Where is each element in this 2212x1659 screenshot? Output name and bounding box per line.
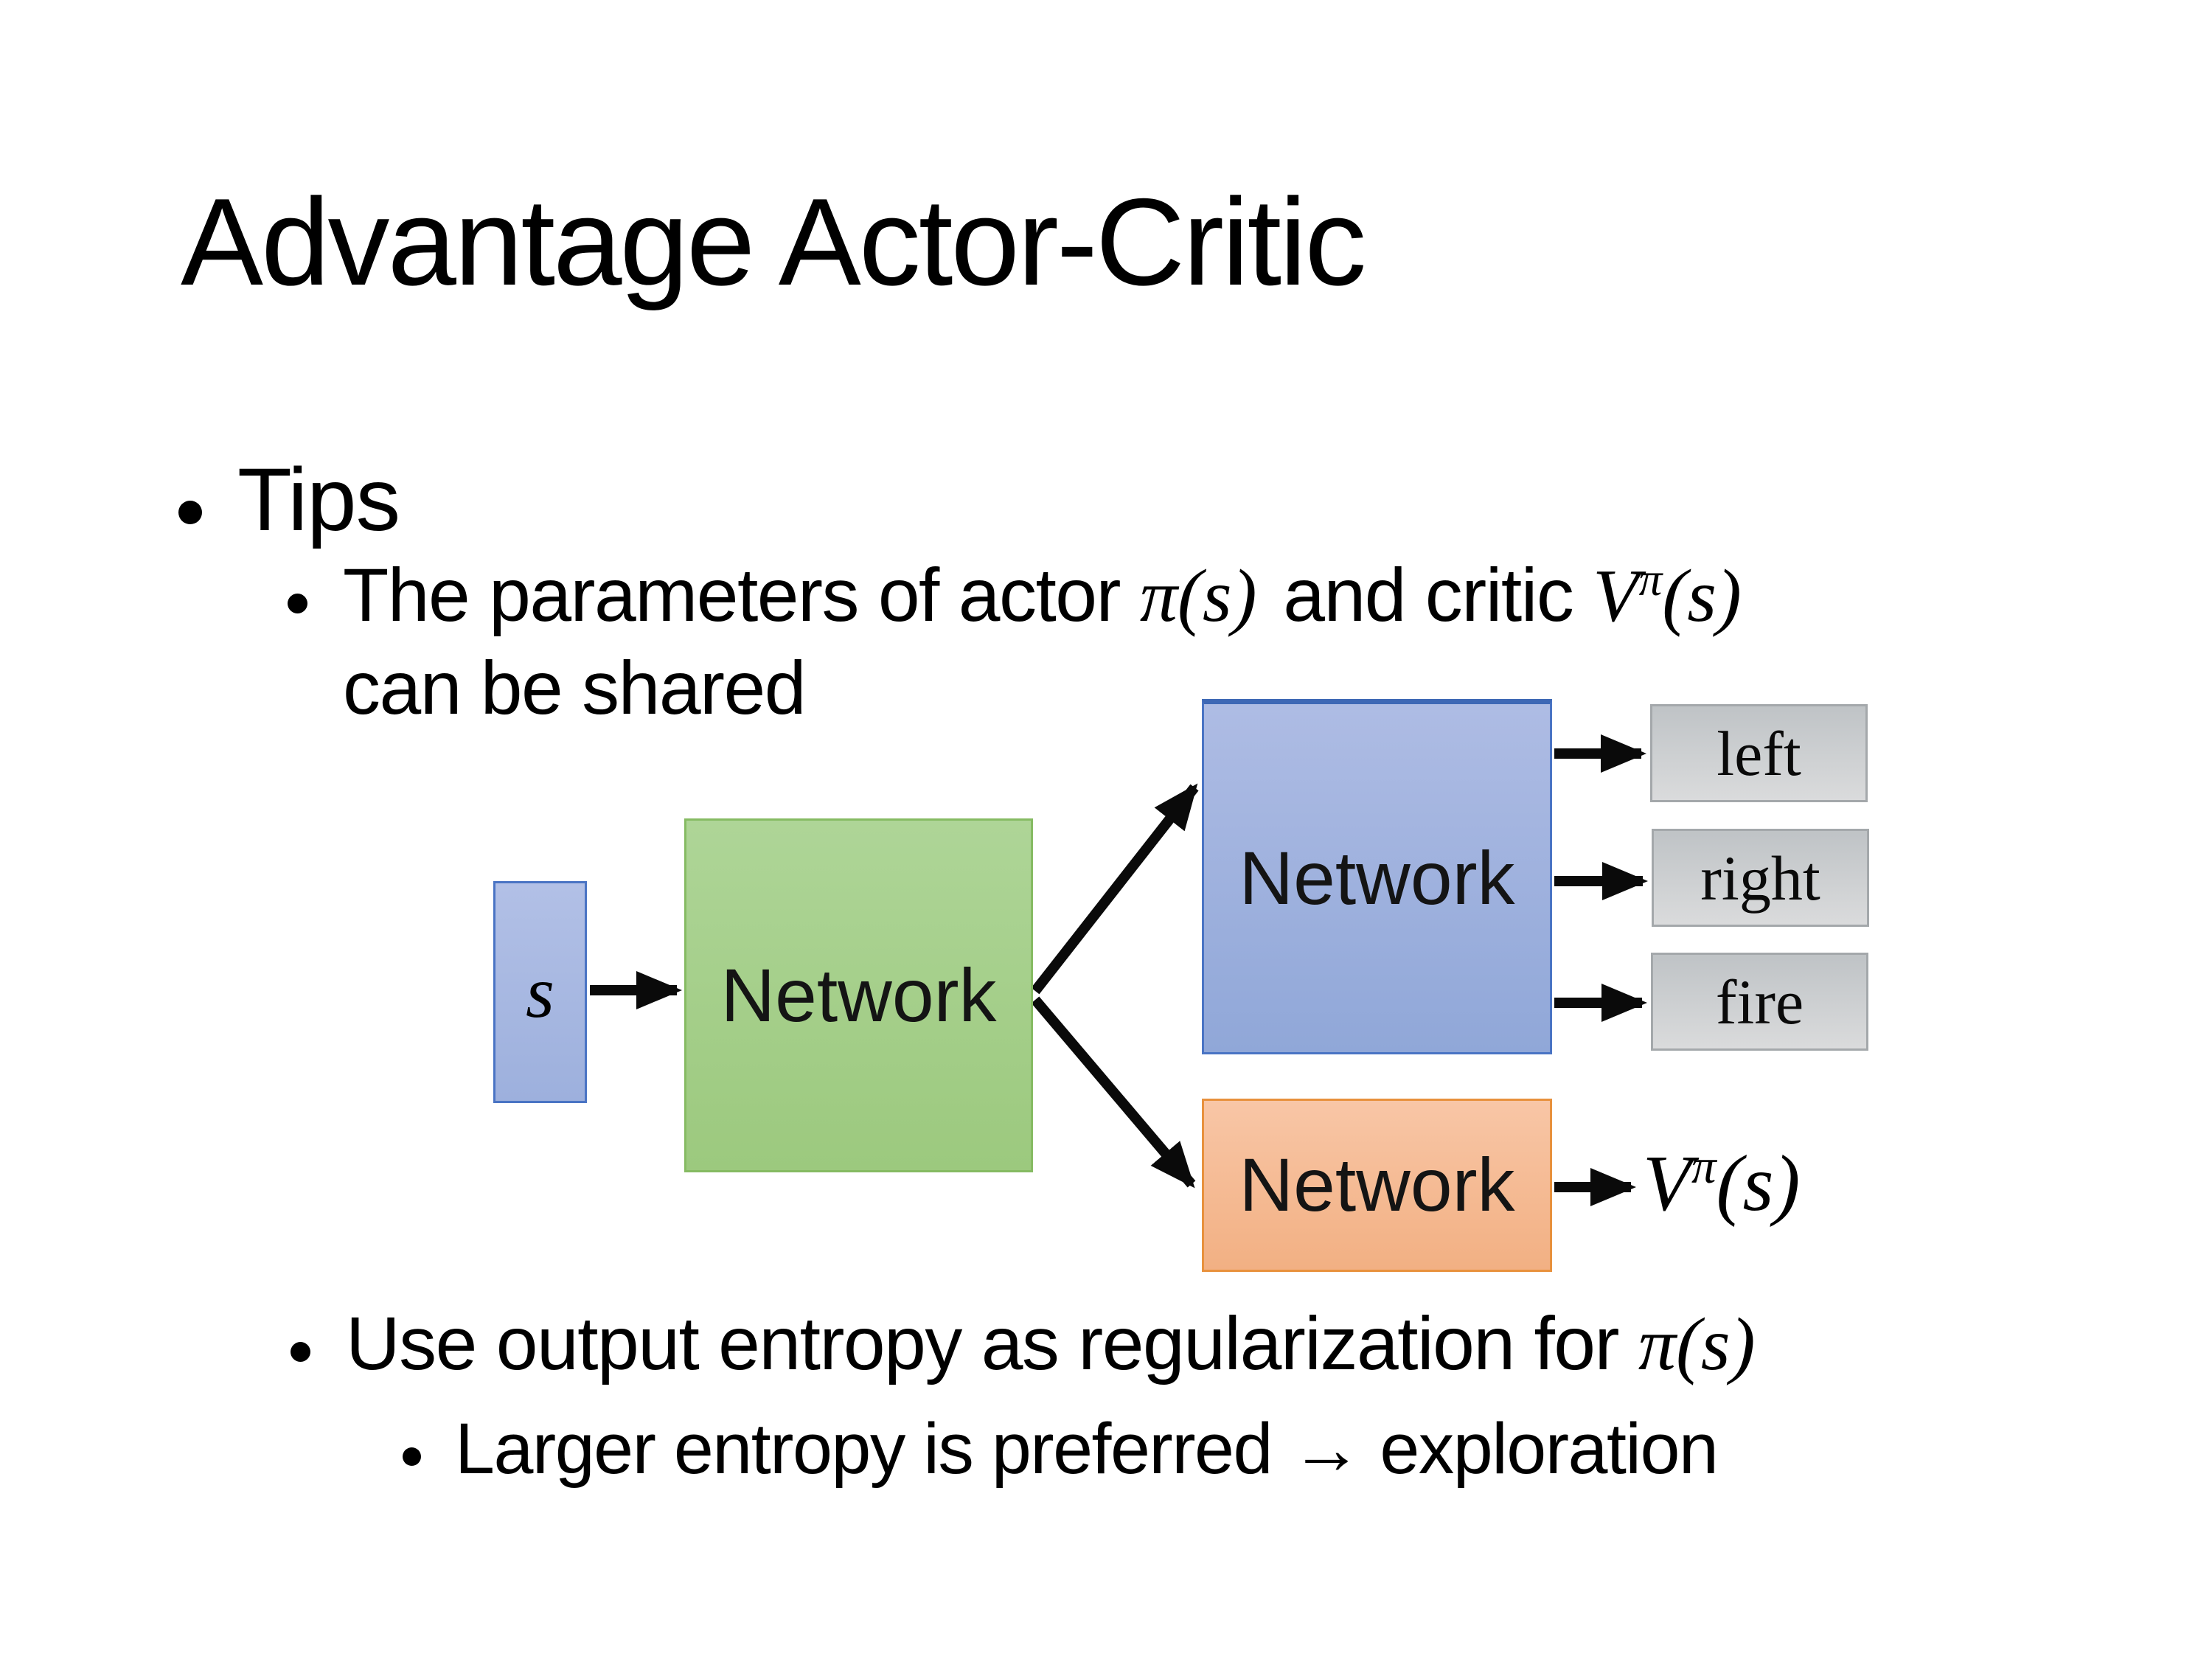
bullet-line-1: The parameters of actor π(s)and critic V… — [343, 553, 1742, 638]
critic-network-box: Network — [1202, 1099, 1552, 1272]
state-input-box: s — [493, 881, 587, 1103]
math-pi-s: π(s) — [1139, 554, 1257, 638]
bullet-dot — [403, 1447, 421, 1466]
bullet-shared-parameters-text: The parameters of actor π(s)and critic V… — [343, 549, 1742, 735]
action-output-right: right — [1652, 829, 1869, 927]
shared-network-label: Network — [720, 953, 997, 1037]
bullet-entropy-regularization: Use output entropy as regularization for… — [291, 1298, 1756, 1391]
critic-network-label: Network — [1239, 1143, 1515, 1227]
bullet-dot — [288, 594, 307, 613]
action-right-label: right — [1700, 842, 1820, 914]
actor-network-label: Network — [1239, 835, 1515, 920]
bullet-tips-label: Tips — [237, 449, 400, 549]
page-title: Advantage Actor-Critic — [181, 173, 1366, 311]
state-input-label: s — [526, 951, 554, 1033]
arrow-shared-to-actor — [1031, 783, 1199, 995]
action-left-label: left — [1717, 717, 1801, 789]
bullet-exploration-label: Larger entropy is preferred → exploratio… — [455, 1408, 1719, 1489]
arrow-shared-to-critic — [1031, 996, 1196, 1189]
bullet-tips: Tips — [178, 445, 400, 554]
bullet-entropy-text: Use output entropy as regularization for… — [346, 1301, 1756, 1386]
shared-network-box: Network — [684, 818, 1033, 1172]
action-fire-label: fire — [1715, 966, 1804, 1037]
action-output-fire: fire — [1651, 953, 1868, 1051]
value-output-label: Vπ(s) — [1643, 1139, 1801, 1228]
action-output-left: left — [1650, 704, 1868, 802]
math-v-pi-s: Vπ(s) — [1593, 554, 1742, 638]
bullet-line-2: can be shared — [343, 646, 806, 731]
actor-network-box: Network — [1202, 699, 1552, 1054]
bullet-dot — [291, 1342, 310, 1362]
math-pi-s: π(s) — [1638, 1303, 1756, 1386]
bullet-exploration: Larger entropy is preferred → exploratio… — [403, 1405, 1719, 1492]
bullet-shared-parameters: The parameters of actor π(s)and critic V… — [288, 549, 1742, 735]
bullet-dot — [178, 501, 202, 524]
